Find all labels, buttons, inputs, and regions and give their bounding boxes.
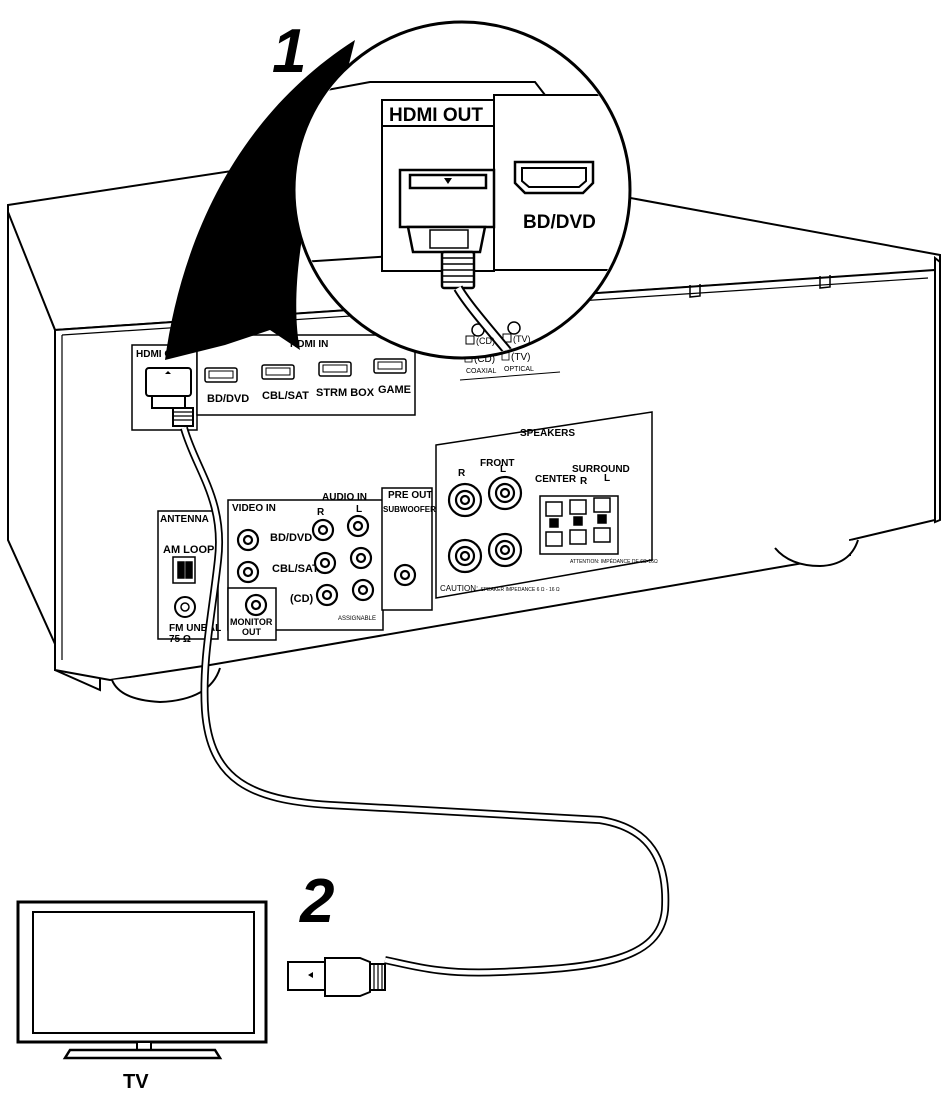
digital-optical: OPTICAL <box>504 366 534 373</box>
front-r-label: R <box>458 468 466 479</box>
speakers-section: SPEAKERS FRONT R L CENTER SURROUND R L C… <box>435 411 658 599</box>
hdmi-port-label-strm: STRM BOX <box>316 387 375 399</box>
digital-tv: (TV) <box>511 352 530 363</box>
audio-r-label: R <box>317 507 325 518</box>
surround-label: SURROUND <box>572 464 630 475</box>
sur-r-label: R <box>580 476 588 487</box>
hdmi-port-bd <box>204 367 238 383</box>
speaker-push-terminals <box>539 495 619 555</box>
hdmi-plug-tv <box>287 957 386 997</box>
pre-out-label: PRE OUT <box>388 490 432 501</box>
am-loop-label: AM LOOP <box>163 544 214 556</box>
zoom-callout: HDMI OUT BD/DVD (CD) (TV) <box>292 20 632 360</box>
foot-right <box>774 539 859 568</box>
step-2-label: 2 <box>299 867 334 936</box>
speakers-label: SPEAKERS <box>520 428 575 439</box>
am-terminal <box>172 556 196 584</box>
foot-left <box>111 667 221 704</box>
assignable-label: ASSIGNABLE <box>338 616 376 622</box>
hdmi-plug-zoom <box>398 168 496 290</box>
monitor-out-label-2: OUT <box>242 627 262 637</box>
tv-label: TV <box>123 1071 149 1093</box>
zoom-wedge <box>165 40 355 360</box>
front-label: FRONT <box>480 458 514 469</box>
zoom-tv-label: (TV) <box>513 334 531 344</box>
antenna-label: ANTENNA <box>160 514 209 525</box>
digital-coaxial: COAXIAL <box>466 368 496 375</box>
row-label-cbl: CBL/SAT <box>272 563 319 575</box>
digital-cd: (CD) <box>474 354 495 365</box>
audio-l-label: L <box>356 504 362 515</box>
hdmi-in-label: HDMI IN <box>290 339 328 350</box>
sur-l-label: L <box>604 473 610 484</box>
receiver-right-side <box>934 255 941 524</box>
caution-label: CAUTION: SPEAKER IMPEDANCE 6 Ω - 16 Ω <box>440 584 560 593</box>
rca-jacks <box>236 514 375 617</box>
tv-stand <box>62 1048 223 1060</box>
audio-in-label: AUDIO IN <box>322 492 367 503</box>
monitor-out-label-1: MONITOR <box>230 617 273 627</box>
step-1-label: 1 <box>272 17 306 86</box>
hdmi-plug-receiver <box>145 367 194 427</box>
hdmi-port-label-cbl: CBL/SAT <box>262 390 309 402</box>
vent-slots <box>689 275 831 298</box>
tv-icon <box>16 900 268 1060</box>
zoom-bd-dvd-label: BD/DVD <box>523 212 596 233</box>
hdmi-port-strm <box>318 361 352 377</box>
pre-out-section: PRE OUT SUBWOOFER <box>381 487 436 611</box>
hdmi-port-label-game: GAME <box>378 384 411 396</box>
center-label: CENTER <box>535 474 577 485</box>
video-in-label: VIDEO IN <box>232 503 276 514</box>
row-label-bd: BD/DVD <box>270 532 312 544</box>
subwoofer-label: SUBWOOFER <box>383 505 436 514</box>
hdmi-port-game <box>373 358 407 374</box>
ohm-label: 75 Ω <box>169 634 191 645</box>
analog-section: VIDEO IN AUDIO IN R L BD/DVD CBL/SAT (CD… <box>227 492 384 641</box>
zoom-hdmi-out-label: HDMI OUT <box>389 105 483 126</box>
tv-screen <box>32 911 255 1034</box>
speaker-posts <box>447 475 523 574</box>
front-l-label: L <box>500 464 506 475</box>
row-label-cd: (CD) <box>290 593 314 605</box>
attention-label: ATTENTION: IMPÉDANCE DE 6Ω-16Ω <box>570 558 658 565</box>
zoom-cd-label: (CD) <box>476 336 495 346</box>
hdmi-section: HDMI OU HDMI IN BD/DVD CBL/SAT STRM BOX … <box>131 334 416 431</box>
hdmi-port-cbl <box>261 364 295 380</box>
hdmi-out-label: HDMI OU <box>136 349 179 360</box>
hdmi-port-label-bd: BD/DVD <box>207 393 249 405</box>
fm-unbal-label: FM UNBAL <box>169 623 221 634</box>
